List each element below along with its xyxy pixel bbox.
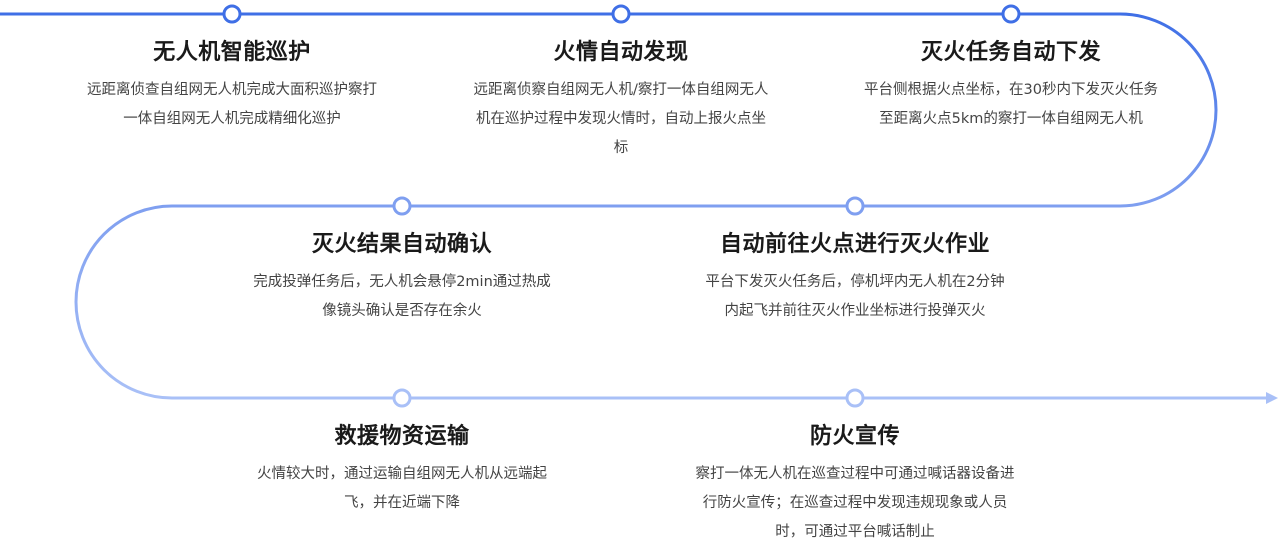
step-description: 完成投弹任务后，无人机会悬停2min通过热成像镜头确认是否存在余火 [253, 274, 551, 319]
step-description: 平台侧根据火点坐标，在30秒内下发灭火任务至距离火点5km的察打一体自组网无人机 [864, 82, 1158, 127]
step-title: 灭火任务自动下发 [920, 40, 1101, 65]
flow-node-5 [845, 196, 865, 216]
flow-node-2 [611, 4, 631, 24]
step-title: 灭火结果自动确认 [311, 232, 492, 257]
flow-arc-left [74, 204, 173, 400]
step-description: 远距离侦查自组网无人机完成大面积巡护察打一体自组网无人机完成精细化巡护 [87, 82, 377, 127]
step-title: 自动前往火点进行灭火作业 [719, 232, 990, 257]
step-title: 无人机智能巡护 [153, 40, 311, 65]
step-fire-detection: 火情自动发现 远距离侦察自组网无人机/察打一体自组网无人机在巡护过程中发现火情时… [451, 38, 791, 163]
step-task-dispatch: 灭火任务自动下发 平台侧根据火点坐标，在30秒内下发灭火任务至距离火点5km的察… [841, 38, 1181, 134]
step-title: 防火宣传 [809, 424, 900, 449]
step-firefighting-operation: 自动前往火点进行灭火作业 平台下发灭火任务后，停机坪内无人机在2分钟内起飞并前往… [685, 230, 1025, 326]
step-result-confirmation: 灭火结果自动确认 完成投弹任务后，无人机会悬停2min通过热成像镜头确认是否存在… [232, 230, 572, 326]
step-description: 察打一体无人机在巡查过程中可通过喊话器设备进行防火宣传；在巡查过程中发现违规现象… [695, 466, 1015, 540]
flow-node-1 [222, 4, 242, 24]
flow-node-7 [845, 388, 865, 408]
flow-node-3 [1001, 4, 1021, 24]
flow-node-6 [392, 388, 412, 408]
flow-node-4 [392, 196, 412, 216]
step-supply-transport: 救援物资运输 火情较大时，通过运输自组网无人机从远端起飞，并在近端下降 [232, 422, 572, 518]
step-description: 平台下发灭火任务后，停机坪内无人机在2分钟内起飞并前往灭火作业坐标进行投弹灭火 [705, 274, 1005, 319]
step-title: 火情自动发现 [553, 40, 689, 65]
step-fire-prevention-publicity: 防火宣传 察打一体无人机在巡查过程中可通过喊话器设备进行防火宣传；在巡查过程中发… [685, 422, 1025, 547]
step-description: 火情较大时，通过运输自组网无人机从远端起飞，并在近端下降 [257, 466, 547, 511]
step-title: 救援物资运输 [334, 424, 470, 449]
flow-arrow-head [1266, 392, 1278, 404]
step-drone-patrol: 无人机智能巡护 远距离侦查自组网无人机完成大面积巡护察打一体自组网无人机完成精细… [62, 38, 402, 134]
flow-arc-right [1119, 12, 1218, 208]
step-description: 远距离侦察自组网无人机/察打一体自组网无人机在巡护过程中发现火情时，自动上报火点… [473, 82, 769, 156]
